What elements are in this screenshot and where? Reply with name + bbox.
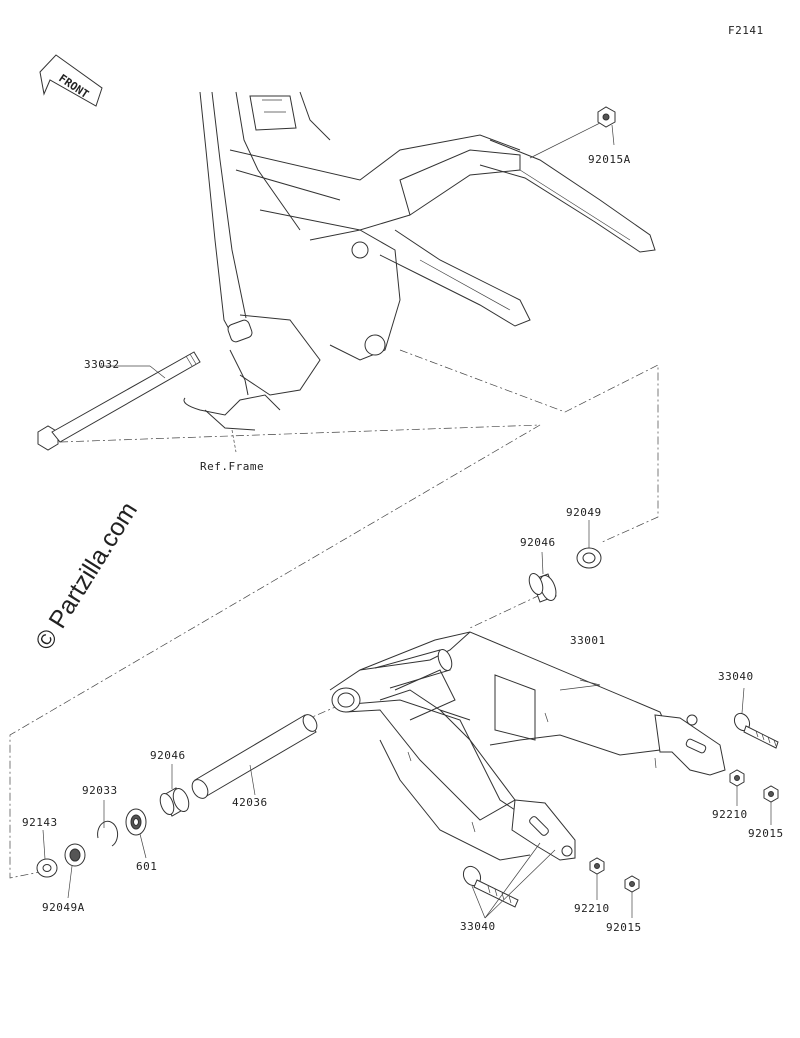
nut-92015-right [763, 785, 779, 825]
part-label-92049a[interactable]: 92049A [42, 901, 85, 914]
part-label-33040-bottom[interactable]: 33040 [460, 920, 496, 933]
diagram-code: F2141 [728, 24, 764, 37]
ref-frame-label: Ref.Frame [200, 460, 265, 473]
shaft-33032 [37, 351, 201, 451]
collar-42036 [191, 714, 318, 799]
part-label-92210-bottom[interactable]: 92210 [574, 902, 610, 915]
adjuster-33040-bottom [462, 842, 556, 919]
part-label-33032[interactable]: 33032 [84, 358, 120, 371]
part-label-92210-right[interactable]: 92210 [712, 808, 748, 821]
frame-drawing [183, 91, 656, 453]
part-label-33001[interactable]: 33001 [570, 634, 606, 647]
part-label-92049-top[interactable]: 92049 [566, 506, 602, 519]
part-label-33040-right[interactable]: 33040 [718, 670, 754, 683]
part-label-92046-top[interactable]: 92046 [520, 536, 556, 549]
part-label-92046-left[interactable]: 92046 [150, 749, 186, 762]
part-label-92015-right[interactable]: 92015 [748, 827, 784, 840]
part-label-42036[interactable]: 42036 [232, 796, 268, 809]
bearing-92046-top [528, 551, 557, 603]
part-label-92143[interactable]: 92143 [22, 816, 58, 829]
leader-lines [559, 679, 601, 691]
seal-92049 [576, 520, 602, 569]
nut-92210-bottom [589, 857, 605, 900]
part-label-92033[interactable]: 92033 [82, 784, 118, 797]
nut-92015a [529, 106, 616, 159]
seal-92049a [64, 843, 86, 899]
bearing-601 [125, 808, 147, 859]
part-label-92015a[interactable]: 92015A [588, 153, 631, 166]
adjuster-33040-right [733, 687, 779, 749]
bearing-92046-left [159, 764, 190, 817]
assembly-guide-lines [9, 349, 659, 879]
nut-92015-bottom [624, 875, 640, 918]
collar-92143 [36, 829, 58, 878]
swingarm-33001 [329, 631, 726, 861]
nut-92210-right [729, 769, 745, 806]
part-label-601[interactable]: 601 [136, 860, 158, 873]
part-label-92015-bottom[interactable]: 92015 [606, 921, 642, 934]
circlip-92033 [97, 800, 119, 847]
front-arrow-icon: FRONT [39, 54, 103, 107]
